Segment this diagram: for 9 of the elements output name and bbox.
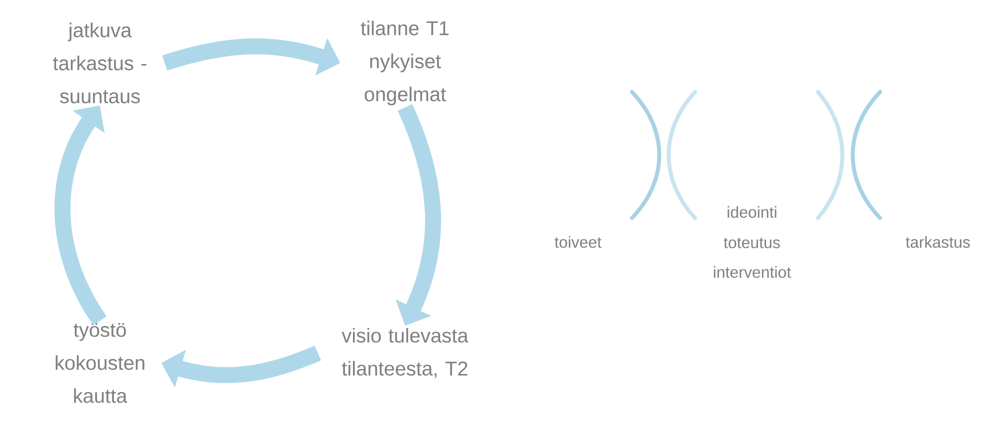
step-text: jatkuva tarkastus - suuntaus [53,22,146,104]
step-text: työstö kokousten kautta [56,323,144,403]
phase-label: toteutus [724,238,780,248]
step-text: tilanne T1 nykyiset ongelmat [360,20,448,106]
phase-label: interventiot [714,266,791,278]
phase-label: ideointi [728,206,776,218]
phase-label: toiveet [554,236,602,248]
phase-label: tarkastus [906,236,970,248]
step-text: visio tulevasta tilanteesta, T2 [342,328,468,378]
